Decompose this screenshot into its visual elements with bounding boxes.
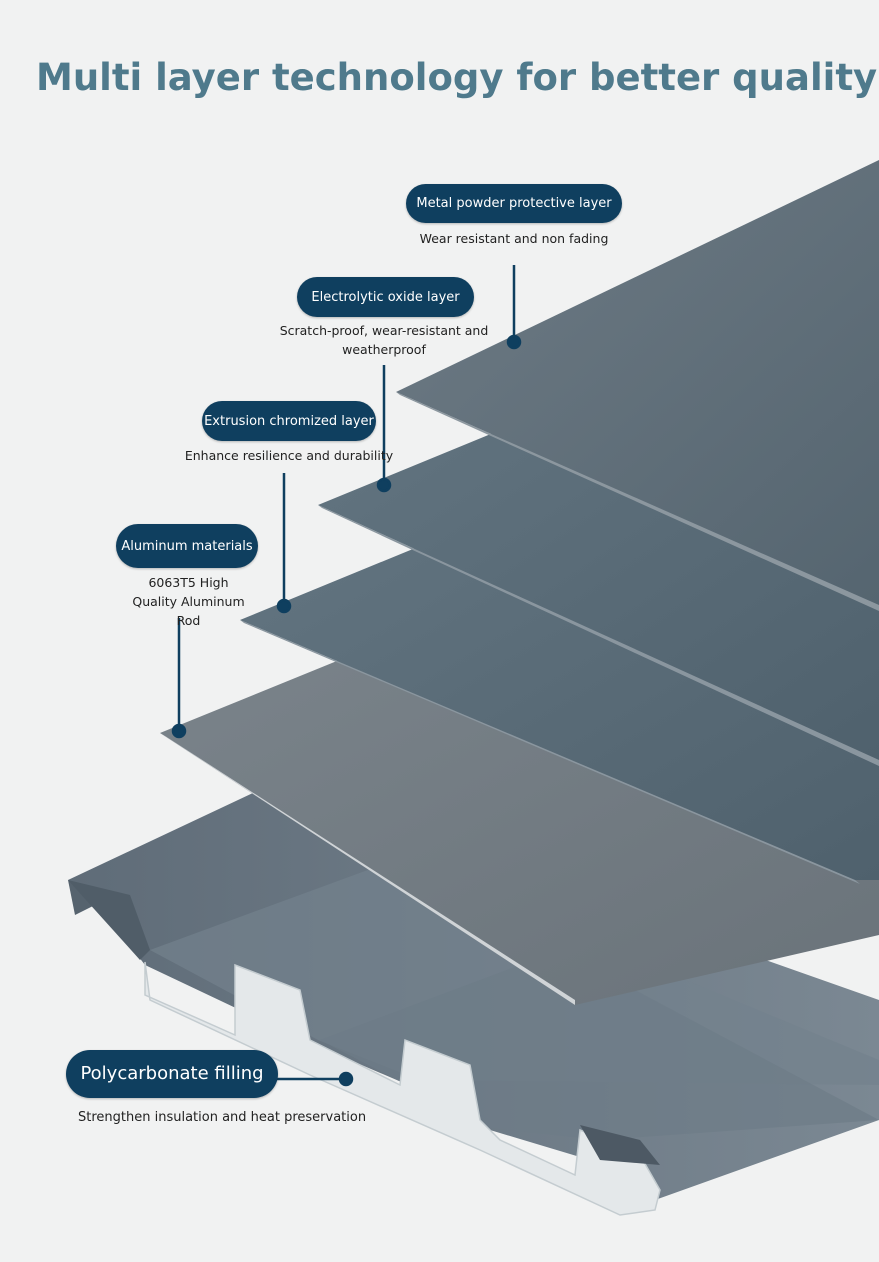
callout-chromized-layer-description: Enhance resilience and durability (176, 446, 402, 465)
callout-chromized-layer: Extrusion chromized layer (202, 401, 376, 441)
callout-powder-layer-description: Wear resistant and non fading (394, 229, 634, 248)
callout-polycarbonate-filling: Polycarbonate filling (66, 1050, 278, 1098)
callout-polycarbonate-filling-description: Strengthen insulation and heat preservat… (78, 1108, 378, 1127)
callout-powder-layer: Metal powder protective layer (406, 184, 622, 223)
callout-oxide-layer: Electrolytic oxide layer (297, 277, 474, 317)
callout-aluminum-materials: Aluminum materials (116, 524, 258, 568)
callout-aluminum-materials-description: 6063T5 High Quality Aluminum Rod (126, 573, 251, 630)
callout-oxide-layer-description: Scratch-proof, wear-resistant and weathe… (274, 321, 494, 359)
